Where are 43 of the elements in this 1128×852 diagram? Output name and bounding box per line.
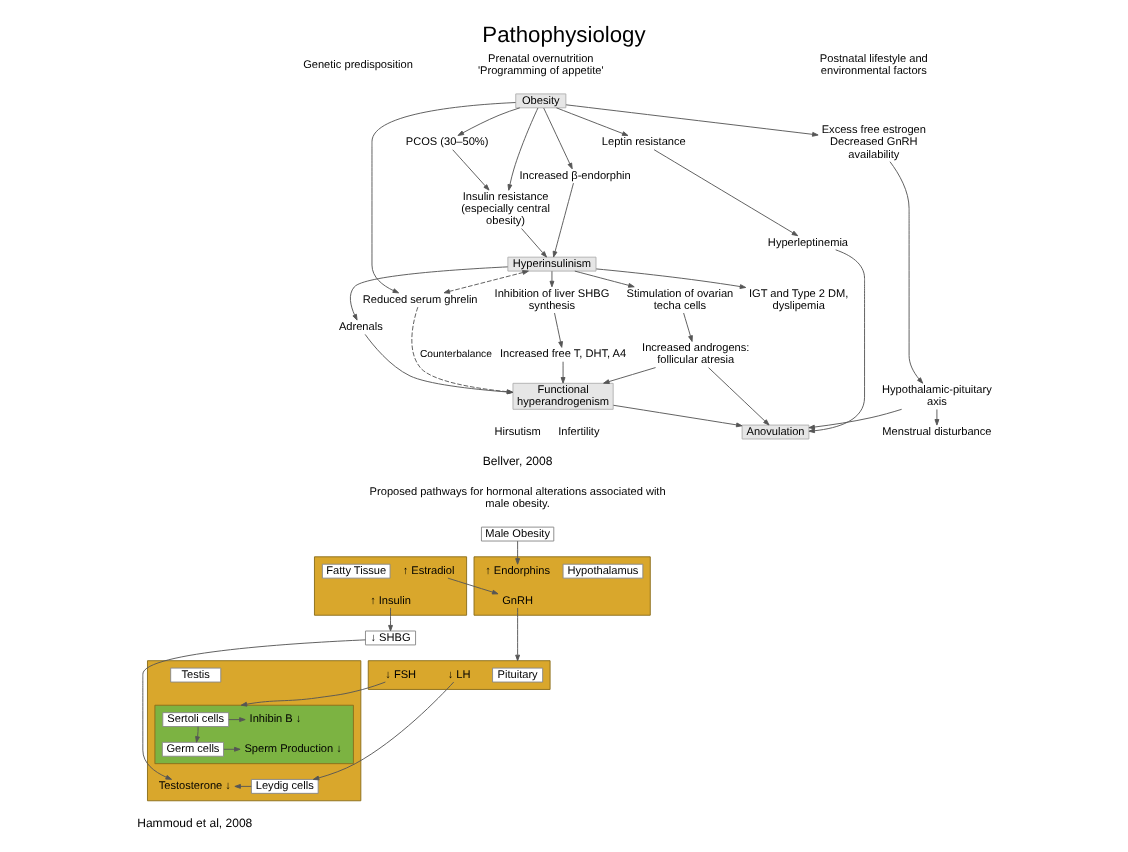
arrow	[889, 161, 924, 384]
arrow	[603, 367, 657, 384]
arrow	[228, 717, 246, 722]
arrow	[507, 107, 539, 191]
arrow	[223, 746, 241, 752]
arrow	[574, 270, 635, 288]
arrow	[234, 784, 252, 789]
arrow	[808, 249, 866, 434]
arrow	[240, 681, 386, 707]
arrow	[457, 107, 521, 136]
cluster	[314, 556, 468, 616]
arrow	[543, 107, 573, 170]
arrow	[312, 681, 455, 781]
arrow	[195, 726, 200, 743]
arrow	[515, 607, 521, 662]
arrow	[808, 408, 903, 430]
cluster	[147, 660, 362, 802]
arrow	[556, 107, 629, 137]
arrow	[443, 270, 529, 294]
cluster	[154, 704, 354, 765]
arrow	[549, 270, 555, 288]
arrow	[515, 540, 521, 565]
arrow	[447, 577, 499, 595]
arrow	[554, 312, 563, 348]
arrow	[142, 639, 366, 780]
arrow	[560, 361, 566, 384]
arrow	[388, 607, 393, 632]
diagram-title: Pathophysiology	[482, 24, 646, 49]
arrow	[521, 228, 547, 258]
arrow	[364, 333, 514, 395]
arrow	[552, 182, 574, 258]
arrow	[411, 306, 514, 395]
arrow	[683, 312, 693, 342]
arrow	[653, 149, 799, 237]
arrow	[452, 149, 490, 191]
arrow	[595, 268, 747, 289]
arrow	[612, 404, 743, 428]
cluster	[367, 660, 551, 690]
arrow	[371, 102, 516, 294]
arrow	[934, 409, 940, 426]
arrow	[349, 266, 509, 321]
arrow	[708, 367, 770, 426]
arrow	[565, 104, 819, 137]
